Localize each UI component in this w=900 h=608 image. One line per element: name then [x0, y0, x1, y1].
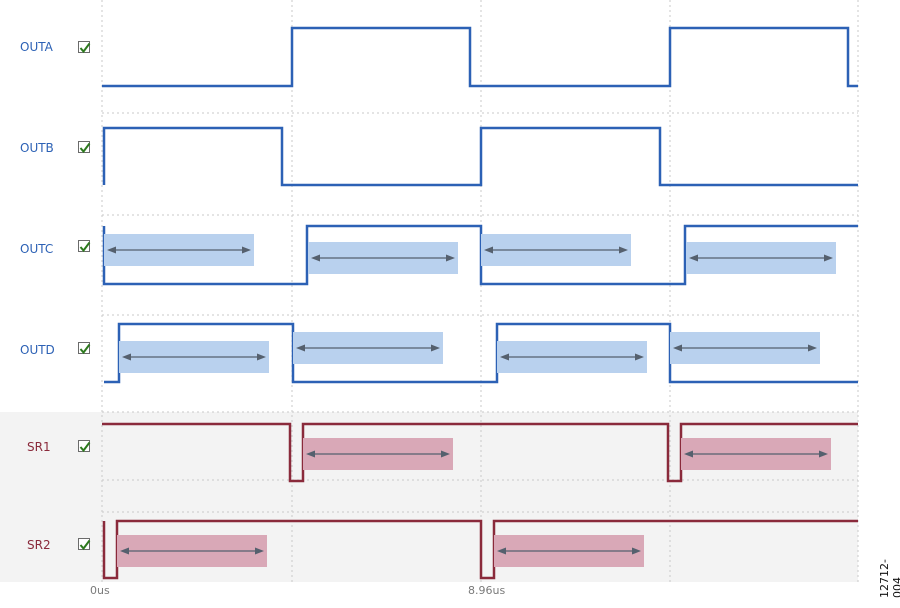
arrow-left-icon	[500, 353, 509, 361]
check-icon	[79, 441, 91, 453]
channel-label-outa: OUTA	[20, 40, 53, 54]
channel-label-outc: OUTC	[20, 242, 54, 256]
arrow-right-icon	[431, 344, 440, 352]
time-axis-period-label: 8.96us	[468, 584, 506, 597]
checkbox-sr1[interactable]	[78, 440, 91, 453]
arrow-left-icon	[311, 254, 320, 262]
check-icon	[79, 42, 91, 54]
arrow-right-icon	[242, 246, 251, 254]
arrow-left-icon	[107, 246, 116, 254]
channel-label-outb: OUTB	[20, 141, 54, 155]
checkbox-outa[interactable]	[78, 41, 91, 54]
arrow-left-icon	[296, 344, 305, 352]
arrow-left-icon	[484, 246, 493, 254]
arrow-left-icon	[673, 344, 682, 352]
channel-label-sr2: SR2	[27, 538, 51, 552]
waveform-outb	[102, 126, 858, 187]
waveform-outa	[102, 26, 858, 88]
channel-label-outd: OUTD	[20, 343, 55, 357]
check-icon	[79, 241, 91, 253]
arrow-left-icon	[689, 254, 698, 262]
arrow-left-icon	[497, 547, 506, 555]
checkbox-outb[interactable]	[78, 141, 91, 154]
checkbox-outc[interactable]	[78, 240, 91, 253]
arrow-left-icon	[122, 353, 131, 361]
checkbox-outd[interactable]	[78, 342, 91, 355]
arrow-right-icon	[808, 344, 817, 352]
arrow-left-icon	[306, 450, 315, 458]
arrow-right-icon	[257, 353, 266, 361]
arrow-right-icon	[635, 353, 644, 361]
check-icon	[79, 539, 91, 551]
arrow-left-icon	[684, 450, 693, 458]
check-icon	[79, 343, 91, 355]
checkbox-sr2[interactable]	[78, 538, 91, 551]
arrow-right-icon	[255, 547, 264, 555]
check-icon	[79, 142, 91, 154]
time-axis-start-label: 0us	[90, 584, 110, 597]
figure-id: 12712-004	[878, 559, 900, 598]
arrow-right-icon	[824, 254, 833, 262]
arrow-right-icon	[619, 246, 628, 254]
arrow-left-icon	[120, 547, 129, 555]
arrow-right-icon	[632, 547, 641, 555]
arrow-right-icon	[446, 254, 455, 262]
channel-label-sr1: SR1	[27, 440, 51, 454]
arrow-right-icon	[819, 450, 828, 458]
waveform-outc	[102, 224, 858, 286]
arrow-right-icon	[441, 450, 450, 458]
